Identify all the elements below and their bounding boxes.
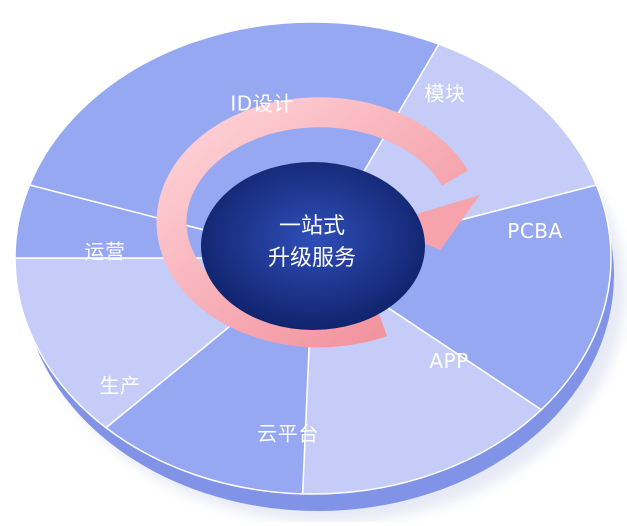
cycle-arrow-arc (156, 97, 468, 348)
segment-label: 云平台 (257, 421, 319, 446)
center-ellipse (201, 162, 425, 330)
segment-label: APP (429, 349, 469, 373)
segment-label: PCBA (507, 219, 563, 243)
segment-label: 生产 (99, 373, 141, 398)
cycle-arrowhead (380, 195, 480, 250)
cycle-arrow (156, 97, 480, 348)
center-title-line2: 升级服务 (267, 246, 357, 271)
center-title-line1: 一站式 (278, 214, 346, 239)
segment-label: 模块 (424, 81, 466, 106)
segment-label: ID设计 (230, 91, 294, 116)
segment-label: 运营 (84, 239, 126, 264)
center-title: 一站式 升级服务 (268, 211, 356, 275)
